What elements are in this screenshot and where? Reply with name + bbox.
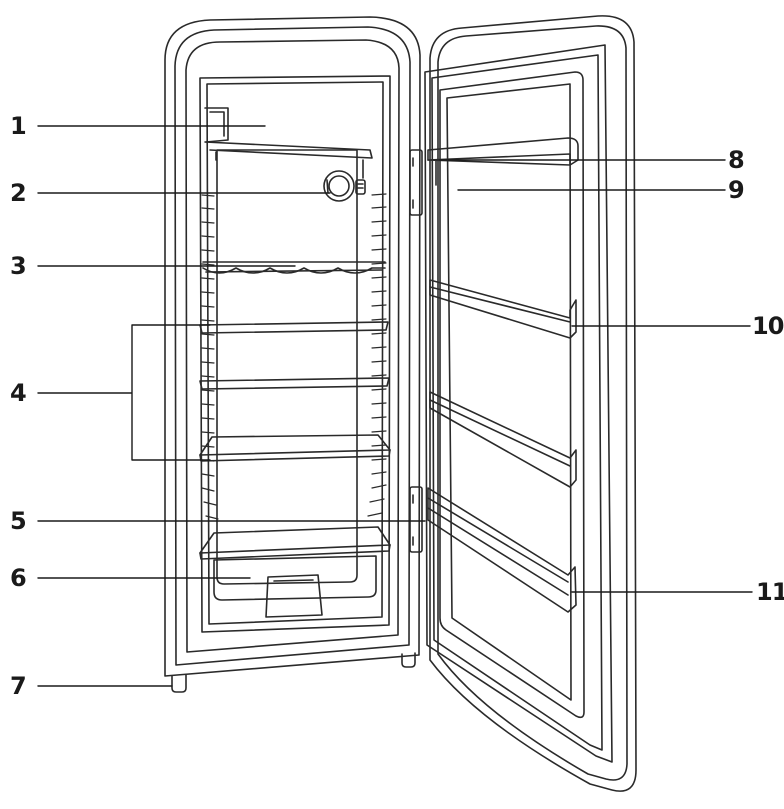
shelf-middle <box>199 377 390 390</box>
interior-liner <box>199 75 391 633</box>
cabinet <box>164 16 421 677</box>
callout-4: 4 <box>10 379 27 407</box>
cabinet-outer-outline <box>164 16 421 677</box>
callout-10: 10 <box>752 312 784 340</box>
door-shelf-3 <box>429 391 577 488</box>
cabinet-front-frame <box>185 39 400 653</box>
callout-9: 9 <box>728 176 745 204</box>
side-rails <box>201 193 387 520</box>
callout-5: 5 <box>10 507 27 535</box>
door-liner <box>439 71 585 719</box>
leader-4-bracket <box>37 324 211 461</box>
door-outer-inner <box>437 25 628 781</box>
crisper-cover <box>199 526 391 560</box>
shelf-lower <box>199 434 391 456</box>
hinge-bottom <box>409 486 423 553</box>
glass-shelves <box>199 321 391 462</box>
callout-7: 7 <box>10 672 27 700</box>
door <box>424 15 637 792</box>
callout-3: 3 <box>10 252 27 280</box>
crisper-drawer <box>213 555 377 618</box>
callout-1: 1 <box>10 112 27 140</box>
door-gasket <box>424 44 613 763</box>
feet <box>171 652 416 693</box>
callout-lines <box>37 125 753 687</box>
thermostat-knob <box>323 159 366 202</box>
shelf-upper <box>199 321 389 334</box>
callout-2: 2 <box>10 179 27 207</box>
door-shelf-bottom <box>427 487 577 613</box>
door-shelf-2 <box>429 279 577 339</box>
callout-11: 11 <box>756 578 784 606</box>
hinge-top <box>409 149 423 216</box>
door-shelves <box>427 137 579 613</box>
door-shelf-top <box>427 137 579 166</box>
cabinet-inner-outline <box>174 26 411 666</box>
door-outer-outline <box>429 15 637 792</box>
freezer-compartment <box>204 107 373 161</box>
wine-rack <box>202 261 386 274</box>
callout-6: 6 <box>10 564 27 592</box>
hinges <box>409 149 423 553</box>
callout-8: 8 <box>728 146 745 174</box>
